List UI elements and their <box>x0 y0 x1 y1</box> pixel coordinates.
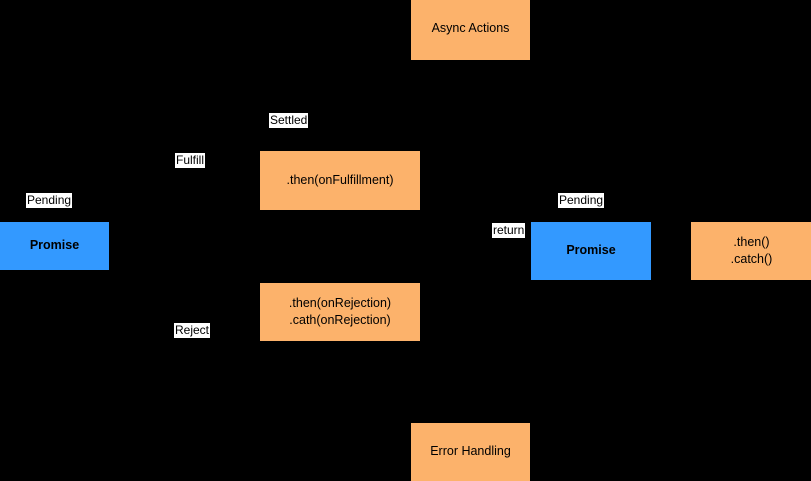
node-error-handling[interactable]: Error Handling <box>411 423 530 481</box>
edge-label-return: return <box>492 223 526 238</box>
node-then-catch[interactable]: .then() .catch() <box>691 222 811 280</box>
node-then-catch-on-rejection[interactable]: .then(onRejection) .cath(onRejection) <box>260 283 420 341</box>
edge-label-settled: Settled <box>269 113 309 128</box>
node-promise-right[interactable]: Promise <box>531 222 651 280</box>
node-then-on-fulfillment[interactable]: .then(onFulfillment) <box>260 151 420 210</box>
edge-label-reject: Reject <box>174 323 211 338</box>
edge-label-fulfill: Fulfill <box>175 153 206 168</box>
node-promise-left[interactable]: Promise <box>0 222 109 270</box>
node-promise-right-label: Promise <box>566 243 616 258</box>
edge-label-pending-right: Pending <box>558 193 605 208</box>
node-async-actions[interactable]: Async Actions <box>411 0 530 60</box>
node-then-catch-on-rejection-line-2: .cath(onRejection) <box>289 313 391 327</box>
node-then-catch-line-2: .catch() <box>730 252 773 266</box>
node-then-catch-on-rejection-line-1: .then(onRejection) <box>288 295 392 310</box>
node-then-catch-line-1: .then() <box>733 234 770 249</box>
node-error-handling-line-1: Error Handling <box>430 444 511 459</box>
node-then-on-fulfillment-line-1: .then(onFulfillment) <box>286 172 394 187</box>
node-async-actions-line-1: Async Actions <box>431 21 510 36</box>
edge-label-pending-left: Pending <box>26 193 73 208</box>
node-promise-left-label: Promise <box>29 238 80 253</box>
